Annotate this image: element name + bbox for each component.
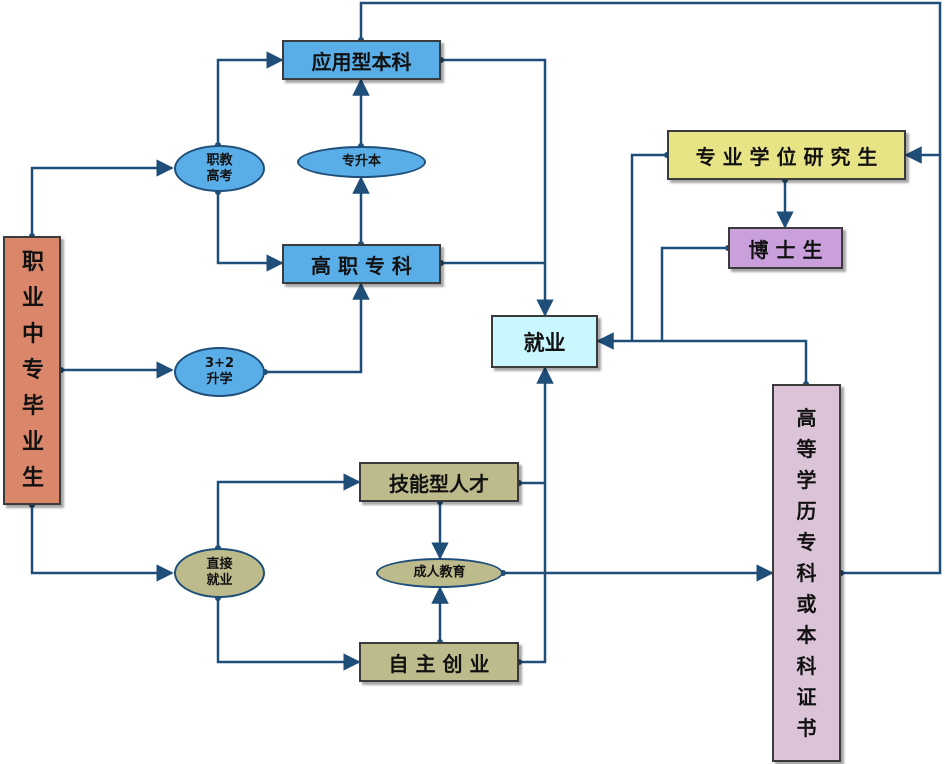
oval-label-line1: 职教 (206, 152, 233, 168)
connector-benke-to-yanjiusheng (359, 1, 942, 155)
connector-zhijiao-to-benke (216, 51, 284, 145)
oval-label: 专升本 (341, 154, 381, 169)
oval-3plus2-progression: 3+2 升学 (174, 347, 265, 397)
node-vocational-secondary-graduate: 职业中专毕业生 (3, 236, 61, 505)
connector-zhongzhuan-to-zhijie (30, 505, 174, 582)
connector-sanjiaer-to-zhuanke (265, 282, 370, 374)
connector-yanjiusheng-to-jiuye (630, 153, 667, 341)
oval-adult-education: 成人教育 (376, 558, 503, 588)
node-label: 自 主 创 业 (388, 651, 490, 676)
node-label: 博 士 生 (748, 237, 823, 262)
node-applied-undergraduate: 应用型本科 (282, 40, 441, 80)
connector-zhijie-to-zizhu (216, 598, 361, 671)
oval-label-line1: 3+2 (205, 356, 234, 371)
connector-gaodeng-to-jiuye (596, 332, 808, 384)
oval-college-to-undergraduate: 专升本 (297, 146, 426, 178)
node-higher-vocational-college: 高 职 专 科 (282, 244, 441, 284)
oval-vocational-college-exam: 职教 高考 (174, 145, 265, 192)
node-self-employment: 自 主 创 业 (359, 642, 519, 682)
oval-label-line2: 升学 (206, 372, 233, 387)
oval-label-line2: 高考 (206, 168, 233, 184)
node-label: 就业 (523, 330, 566, 355)
oval-label-line2: 就业 (206, 573, 233, 588)
node-label: 高 职 专 科 (311, 253, 412, 278)
connector-benke-to-jiuye (441, 58, 554, 317)
oval-direct-employment: 直接 就业 (174, 548, 265, 598)
node-label: 应用型本科 (311, 49, 412, 74)
node-label: 高等学历专科或本科证书 (796, 405, 817, 740)
node-professional-master: 专 业 学 位 研 究 生 (667, 130, 906, 180)
node-higher-education-certificate: 高等学历专科或本科证书 (772, 384, 841, 762)
connector-jineng-to-jiuye (519, 366, 554, 485)
oval-label: 成人教育 (413, 565, 466, 580)
node-employment: 就业 (491, 315, 598, 368)
oval-label-line1: 直接 (206, 557, 233, 572)
connector-zizhu-to-jiuye (519, 483, 547, 664)
connector-gaodeng-to-yanjiusheng (841, 146, 942, 575)
connector-zhongzhuan-to-zhijiao (30, 159, 174, 236)
connector-boshi-to-jiuye (660, 246, 728, 341)
node-label: 职业中专毕业生 (22, 249, 45, 491)
connector-zhijie-to-jineng (216, 473, 361, 548)
connector-zhijiao-to-zhuanke (216, 192, 284, 272)
node-label: 专 业 学 位 研 究 生 (695, 144, 878, 169)
node-label: 技能型人才 (389, 471, 489, 496)
node-skilled-talent: 技能型人才 (359, 462, 519, 502)
node-doctoral: 博 士 生 (728, 227, 843, 269)
